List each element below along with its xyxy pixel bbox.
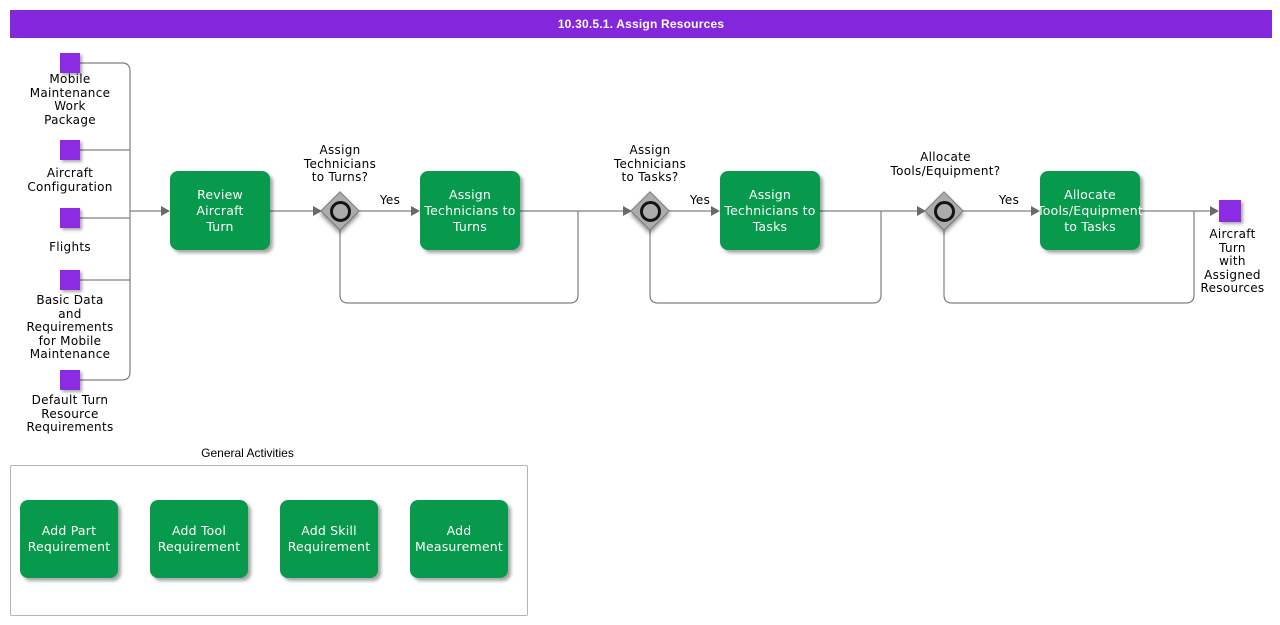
input-artifact-mobile-maintenance-work-package[interactable] xyxy=(60,53,80,73)
output-artifact-aircraft-turn-with-assigned-resources[interactable] xyxy=(1219,200,1241,222)
decision-question: Allocate Tools/Equipment? xyxy=(890,150,1001,178)
decision-question: Assign Technicians to Tasks? xyxy=(613,143,687,184)
input-artifact-basic-data[interactable] xyxy=(60,270,80,290)
activity-add-part-requirement[interactable]: Add Part Requirement xyxy=(20,500,118,578)
activity-add-skill-requirement[interactable]: Add Skill Requirement xyxy=(280,500,378,578)
activity-assign-technicians-to-turns[interactable]: Assign Technicians to Turns xyxy=(420,171,520,250)
input-label: Basic Data and Requirements for Mobile M… xyxy=(26,293,114,361)
input-label: Aircraft Configuration xyxy=(27,166,113,194)
general-activities-title: General Activities xyxy=(201,446,294,460)
yes-branch-label: Yes xyxy=(998,193,1020,207)
activity-add-tool-requirement[interactable]: Add Tool Requirement xyxy=(150,500,248,578)
page-title: 10.30.5.1. Assign Resources xyxy=(557,17,725,31)
input-artifact-aircraft-configuration[interactable] xyxy=(60,140,80,160)
input-artifact-flights[interactable] xyxy=(60,208,80,228)
activity-assign-technicians-to-tasks[interactable]: Assign Technicians to Tasks xyxy=(720,171,820,250)
activity-review-aircraft-turn[interactable]: Review Aircraft Turn xyxy=(170,171,270,250)
gateway-circle-icon xyxy=(639,200,661,222)
input-artifact-default-turn-resource-requirements[interactable] xyxy=(60,370,80,390)
yes-branch-label: Yes xyxy=(689,193,711,207)
gateway-circle-icon xyxy=(329,200,351,222)
decision-question: Assign Technicians to Turns? xyxy=(303,143,377,184)
input-label: Mobile Maintenance Work Package xyxy=(29,72,111,127)
activity-allocate-tools-equipment-to-tasks[interactable]: Allocate Tools/Equipment to Tasks xyxy=(1037,171,1143,250)
activity-add-measurement[interactable]: Add Measurement xyxy=(410,500,508,578)
input-label: Default Turn Resource Requirements xyxy=(26,393,114,434)
output-label: Aircraft Turn with Assigned Resources xyxy=(1200,227,1265,295)
input-label: Flights xyxy=(49,240,91,254)
yes-branch-label: Yes xyxy=(379,193,401,207)
diagram-title-bar: 10.30.5.1. Assign Resources xyxy=(10,10,1272,38)
gateway-circle-icon xyxy=(933,200,955,222)
